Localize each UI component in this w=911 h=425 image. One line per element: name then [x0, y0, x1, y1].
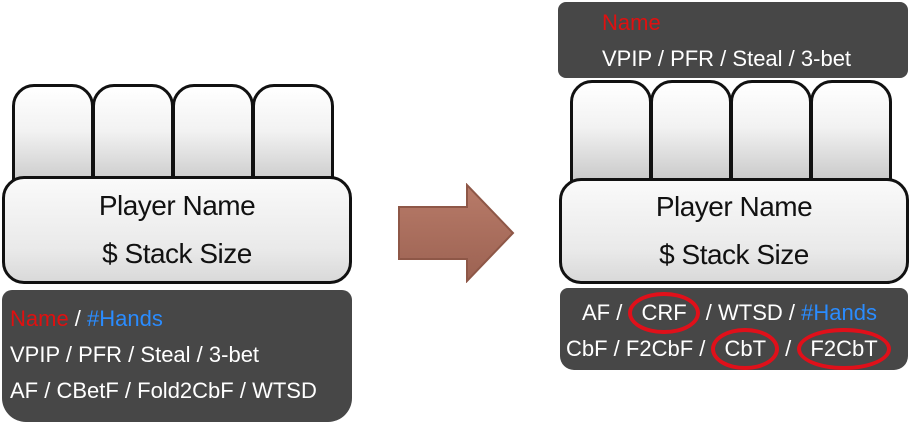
top-stats-row-preflop: VPIP / PFR / Steal / 3-bet — [602, 46, 852, 71]
stats-row-postflop: AF / CBetF / Fold2CbF / WTSD — [10, 378, 317, 403]
card-slot-2 — [650, 80, 732, 184]
stat-separator: / — [68, 306, 88, 331]
stats-row-preflop: VPIP / PFR / Steal / 3-bet — [10, 342, 260, 367]
card-slot-1 — [12, 84, 94, 188]
stat-name: Name — [10, 306, 69, 331]
card-slot-3 — [730, 80, 812, 184]
stat-hands: #Hands — [87, 306, 163, 331]
stat-hands: #Hands — [801, 300, 877, 325]
highlight-f2cbt: F2CbT — [797, 328, 891, 370]
stat-separator: / — [779, 336, 798, 361]
player-plate: Player Name $ Stack Size — [559, 178, 909, 284]
stack-size: $ Stack Size — [659, 239, 809, 270]
card-slot-4 — [252, 84, 334, 188]
highlight-crf: CRF — [628, 292, 700, 334]
player-name: Player Name — [655, 191, 813, 222]
card-slot-1 — [570, 80, 652, 184]
card-slot-4 — [810, 80, 892, 184]
card-slot-2 — [92, 84, 174, 188]
player-plate: Player Name $ Stack Size — [2, 176, 352, 284]
right-arrow-icon — [398, 183, 515, 283]
highlight-cbt: CbT — [711, 328, 780, 370]
stat-cbf-f2cbf: CbF / F2CbF / — [566, 336, 712, 361]
stats-panel: Name / #Hands VPIP / PFR / Steal / 3-bet… — [2, 290, 352, 422]
top-stats-panel: Name VPIP / PFR / Steal / 3-bet — [558, 2, 908, 78]
stat-wtsd: / WTSD / — [699, 300, 802, 325]
card-slot-3 — [172, 84, 254, 188]
player-name: Player Name — [98, 190, 256, 221]
stack-size: $ Stack Size — [102, 238, 252, 269]
top-stat-name: Name — [602, 10, 661, 35]
stat-af: AF / — [582, 300, 629, 325]
bottom-stats-panel: AF / CRF / WTSD / #Hands CbF / F2CbF / C… — [560, 288, 908, 370]
